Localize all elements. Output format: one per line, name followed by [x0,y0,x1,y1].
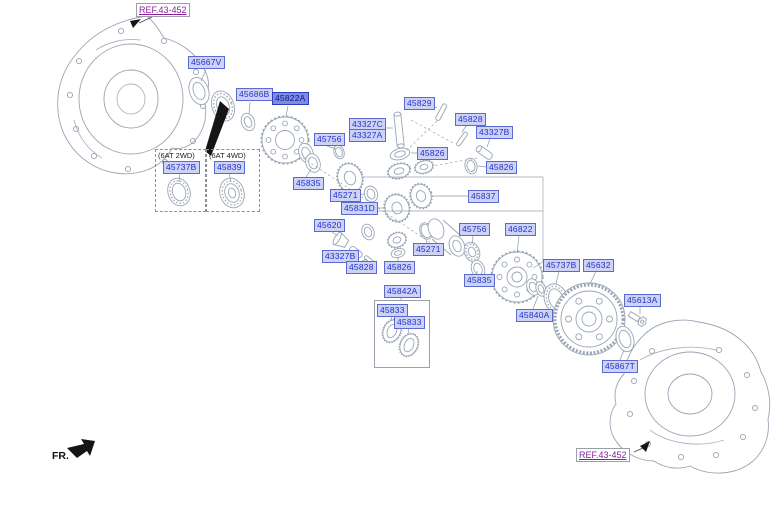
fr-direction-indicator: FR. [50,438,100,466]
part-label-45829[interactable]: 45829 [404,97,435,110]
part-label-45822a[interactable]: 45822A [272,92,309,105]
fr-arrow-icon [67,439,95,458]
location-wedge [205,101,229,156]
ref-arrow-bottom [640,441,650,452]
black-markers [67,16,650,458]
part-label-45826-2[interactable]: 45826 [486,161,517,174]
part-label-45833-2[interactable]: 45833 [394,316,425,329]
variant-box-6at-2wd: (6AT 2WD) [155,149,206,212]
part-label-45835-2[interactable]: 45835 [464,274,495,287]
part-label-45613a[interactable]: 45613A [624,294,661,307]
part-label-45632[interactable]: 45632 [583,259,614,272]
part-label-45831d[interactable]: 45831D [341,202,378,215]
part-label-43327a[interactable]: 43327A [349,129,386,142]
part-label-45833[interactable]: 45833 [377,304,408,317]
part-label-45620[interactable]: 45620 [314,219,345,232]
part-label-45826-3[interactable]: 45826 [384,261,415,274]
ref-arrow-top [130,19,141,28]
part-label-45826[interactable]: 45826 [417,147,448,160]
variant-box-title: (6AT 2WD) [158,151,195,160]
part-label-45828[interactable]: 45828 [455,113,486,126]
ref-link-bottom[interactable]: REF.43-452 [576,448,630,462]
part-label-45837[interactable]: 45837 [468,190,499,203]
assembly-lines [302,119,544,269]
leader-lines [178,69,641,361]
lower-assembly-parts [332,218,647,356]
ref-link-top[interactable]: REF.43-452 [136,3,190,17]
part-label-45737b-2[interactable]: 45737B [163,161,200,174]
part-label-45842a[interactable]: 45842A [384,285,421,298]
part-label-45686b[interactable]: 45686B [236,88,273,101]
variant-box-title: (6AT 4WD) [209,151,246,160]
gear-set-box [374,300,430,368]
part-label-45667v[interactable]: 45667V [188,56,225,69]
part-label-45839[interactable]: 45839 [214,161,245,174]
part-label-45867t[interactable]: 45867T [602,360,639,373]
fr-label: FR. [52,450,69,462]
part-label-46822[interactable]: 46822 [505,223,536,236]
part-label-45737b[interactable]: 45737B [543,259,580,272]
part-label-45271[interactable]: 45271 [330,189,361,202]
part-label-45828-2[interactable]: 45828 [346,261,377,274]
part-label-43327b-2[interactable]: 43327B [322,250,359,263]
part-label-45756-2[interactable]: 45756 [459,223,490,236]
variant-box-6at-4wd: (6AT 4WD) [206,149,260,212]
part-label-45756[interactable]: 45756 [314,133,345,146]
part-label-45840a[interactable]: 45840A [516,309,553,322]
part-label-45271-2[interactable]: 45271 [413,243,444,256]
part-label-45835[interactable]: 45835 [293,177,324,190]
part-label-43327b[interactable]: 43327B [476,126,513,139]
